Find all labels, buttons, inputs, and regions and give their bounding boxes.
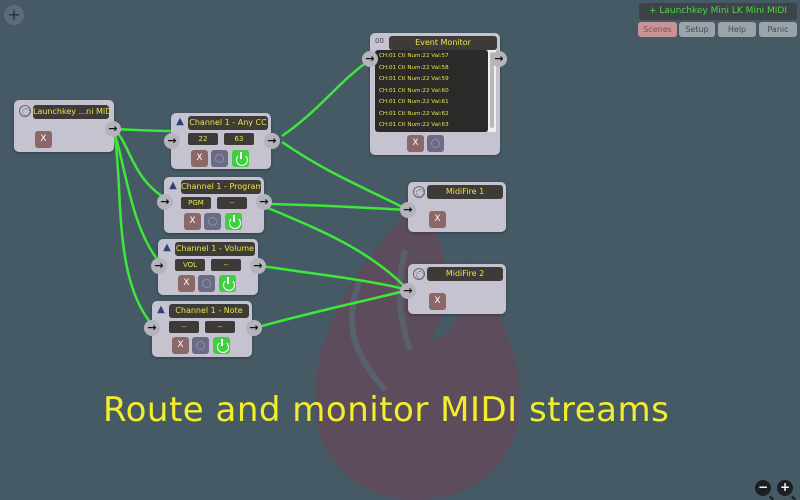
zoom-in-icon[interactable]: +: [777, 480, 793, 496]
output-node-midifire-2[interactable]: MidiFire 2 X: [408, 264, 506, 314]
power-toggle-icon[interactable]: [213, 337, 230, 354]
delete-button[interactable]: X: [172, 337, 189, 354]
filter-icon: ▲: [157, 304, 165, 315]
node-title: MidiFire 1: [427, 185, 503, 199]
filter-icon: ▲: [163, 242, 171, 253]
wire-input-program: [112, 127, 171, 203]
add-node-button[interactable]: +: [4, 5, 24, 25]
any-cc-out-port[interactable]: →: [264, 133, 280, 149]
wire-input-note: [111, 128, 156, 329]
filter-value-1[interactable]: 22: [188, 133, 218, 145]
event-log[interactable]: CH:01 Ctl Num:22 Val:57 CH:01 Ctl Num:22…: [375, 50, 488, 132]
power-toggle-icon[interactable]: [225, 213, 242, 230]
monitor-in-port[interactable]: →: [362, 51, 378, 67]
marketing-caption: Route and monitor MIDI streams: [103, 390, 670, 430]
volume-out-port[interactable]: →: [250, 258, 266, 274]
program-in-port[interactable]: →: [157, 194, 173, 210]
delete-button[interactable]: X: [429, 293, 446, 310]
filter-value-2[interactable]: --: [211, 259, 241, 271]
delete-button[interactable]: X: [429, 211, 446, 228]
flame-watermark: [314, 200, 521, 500]
node-title: MidiFire 2: [427, 267, 503, 281]
event-log-line: CH:01 Ctl Num:22 Val:58: [379, 64, 449, 71]
volume-in-port[interactable]: →: [151, 258, 167, 274]
filter-value-2[interactable]: 63: [224, 133, 254, 145]
node-title: Channel 1 - Volume: [175, 242, 255, 256]
event-log-line: CH:01 Ctl Num:22 Val:57: [379, 53, 449, 59]
wire-anycc-monitor: [281, 58, 371, 138]
settings-gear-icon[interactable]: [198, 275, 215, 292]
power-toggle-icon[interactable]: [232, 150, 249, 167]
midi-port-icon: [413, 268, 425, 280]
settings-gear-icon[interactable]: [211, 150, 228, 167]
delete-button[interactable]: X: [178, 275, 195, 292]
filter-value-2[interactable]: --: [217, 197, 247, 209]
filter-node-volume[interactable]: ▲ Channel 1 - Volume VOL -- X: [158, 239, 258, 295]
filter-icon: ▲: [169, 180, 177, 191]
settings-gear-icon[interactable]: [192, 337, 209, 354]
node-title: Channel 1 - Any CC: [188, 116, 268, 130]
wire-input-volume: [111, 128, 163, 266]
node-title: Launchkey ...ni MIDI: [33, 105, 109, 119]
filter-node-note[interactable]: ▲ Channel 1 - Note -- -- X: [152, 301, 252, 357]
midi-port-icon: [19, 105, 31, 117]
event-log-line: CH:01 Ctl Num:22 Val:60: [379, 87, 449, 94]
power-toggle-icon[interactable]: [219, 275, 236, 292]
node-title: Channel 1 - Note: [169, 304, 249, 318]
node-title: Channel 1 - Program: [181, 180, 261, 194]
output-node-midifire-1[interactable]: MidiFire 1 X: [408, 182, 506, 232]
midi-port-icon: [413, 186, 425, 198]
input-node-launchkey[interactable]: Launchkey ...ni MIDI X: [14, 100, 114, 152]
note-out-port[interactable]: →: [246, 320, 262, 336]
event-monitor-node[interactable]: 00 Event Monitor CH:01 Ctl Num:22 Val:57…: [370, 33, 500, 155]
filter-node-any-cc[interactable]: ▲ Channel 1 - Any CC 22 63 X: [171, 113, 271, 169]
settings-gear-icon[interactable]: [204, 213, 221, 230]
note-in-port[interactable]: →: [144, 320, 160, 336]
filter-value-2[interactable]: --: [205, 321, 235, 333]
delete-button[interactable]: X: [191, 150, 208, 167]
filter-icon: ▲: [176, 116, 184, 127]
filter-node-program[interactable]: ▲ Channel 1 - Program PGM -- X: [164, 177, 264, 233]
delete-button[interactable]: X: [184, 213, 201, 230]
event-log-line: CH:01 Ctl Num:22 Val:62: [379, 110, 449, 117]
zoom-out-icon[interactable]: −: [755, 480, 771, 496]
setup-button[interactable]: Setup: [679, 22, 715, 37]
scrollbar-thumb[interactable]: [490, 52, 494, 128]
filter-value-1[interactable]: PGM: [181, 197, 211, 209]
event-log-line: CH:01 Ctl Num:22 Val:59: [379, 76, 449, 82]
delete-button[interactable]: X: [407, 135, 424, 152]
program-out-port[interactable]: →: [256, 194, 272, 210]
wire-input-anycc: [112, 127, 175, 133]
event-log-line: CH:01 Ctl Num:22 Val:63: [379, 122, 449, 128]
device-selector[interactable]: + Launchkey Mini LK Mini MIDI: [639, 3, 797, 20]
filter-value-1[interactable]: --: [169, 321, 199, 333]
help-button[interactable]: Help: [718, 22, 756, 37]
midifire-2-in-port[interactable]: →: [400, 283, 416, 299]
input-node-out-port[interactable]: →: [105, 121, 121, 137]
monitor-out-port[interactable]: →: [491, 51, 507, 67]
event-log-line: CH:01 Ctl Num:22 Val:61: [379, 99, 449, 105]
monitor-icon: 00: [375, 37, 384, 45]
event-log-scrollbar[interactable]: [488, 50, 496, 132]
filter-value-1[interactable]: VOL: [175, 259, 205, 271]
any-cc-in-port[interactable]: →: [164, 133, 180, 149]
node-title: Event Monitor: [389, 36, 497, 50]
delete-button[interactable]: X: [35, 131, 52, 148]
scenes-button[interactable]: Scenes: [638, 22, 677, 37]
panic-button[interactable]: Panic: [759, 22, 797, 37]
settings-gear-icon[interactable]: [427, 135, 444, 152]
midifire-1-in-port[interactable]: →: [400, 202, 416, 218]
